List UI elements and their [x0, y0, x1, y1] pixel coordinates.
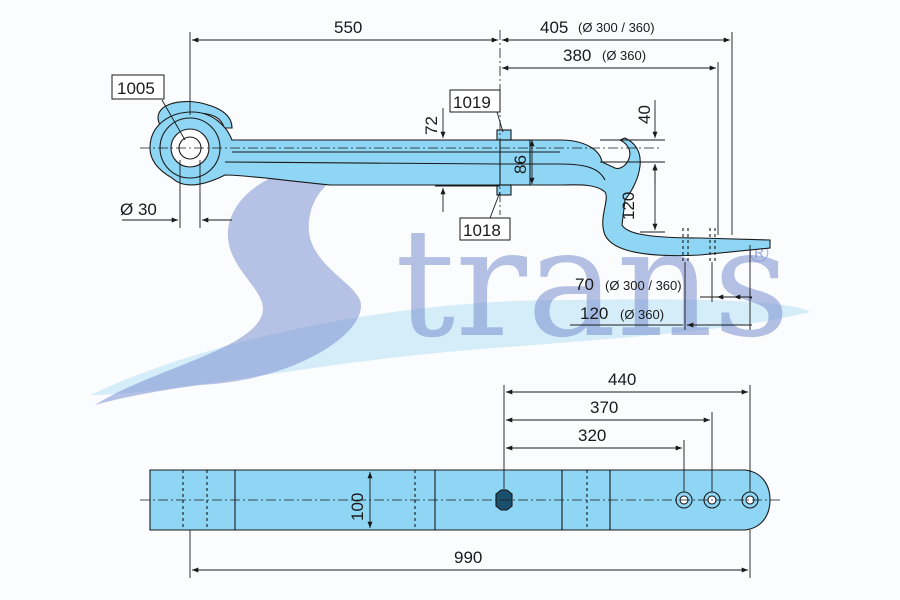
dim-320: 320 — [578, 426, 606, 445]
dim-120-note: (Ø 360) — [620, 307, 664, 322]
dim-120-vertical: 120 — [619, 192, 638, 220]
dim-380-note: (Ø 360) — [602, 48, 646, 63]
dim-370: 370 — [590, 398, 618, 417]
dim-86: 86 — [511, 155, 530, 174]
side-view-dimensions — [122, 32, 752, 330]
dim-380: 380 — [563, 46, 591, 65]
dim-990: 990 — [454, 548, 482, 567]
center-bolt-head — [496, 129, 512, 141]
top-view-dimensions — [189, 385, 751, 578]
watermark-s-letter — [95, 160, 450, 405]
dim-405: 405 — [540, 18, 568, 37]
dim-70: 70 — [575, 275, 594, 294]
watermark: trans ® — [90, 160, 810, 405]
dim-440: 440 — [608, 370, 636, 389]
dim-40: 40 — [635, 105, 654, 124]
dim-70-note: (Ø 300 / 360) — [605, 278, 682, 293]
dim-550: 550 — [334, 18, 362, 37]
ref-box-1019: 1019 — [449, 89, 501, 113]
dim-diameter-30: Ø 30 — [120, 200, 157, 219]
dim-120-horizontal: 120 — [580, 304, 608, 323]
dim-72: 72 — [422, 116, 441, 135]
ref-1019-label: 1019 — [453, 93, 491, 112]
ref-1005-label: 1005 — [117, 79, 155, 98]
ref-1018-label: 1018 — [463, 221, 501, 240]
dim-100: 100 — [348, 493, 367, 521]
ref-box-1005: 1005 — [111, 74, 165, 100]
leaf-line-2 — [224, 161, 606, 181]
dim-405-note: (Ø 300 / 360) — [578, 20, 655, 35]
ref-box-1018: 1018 — [459, 217, 511, 241]
